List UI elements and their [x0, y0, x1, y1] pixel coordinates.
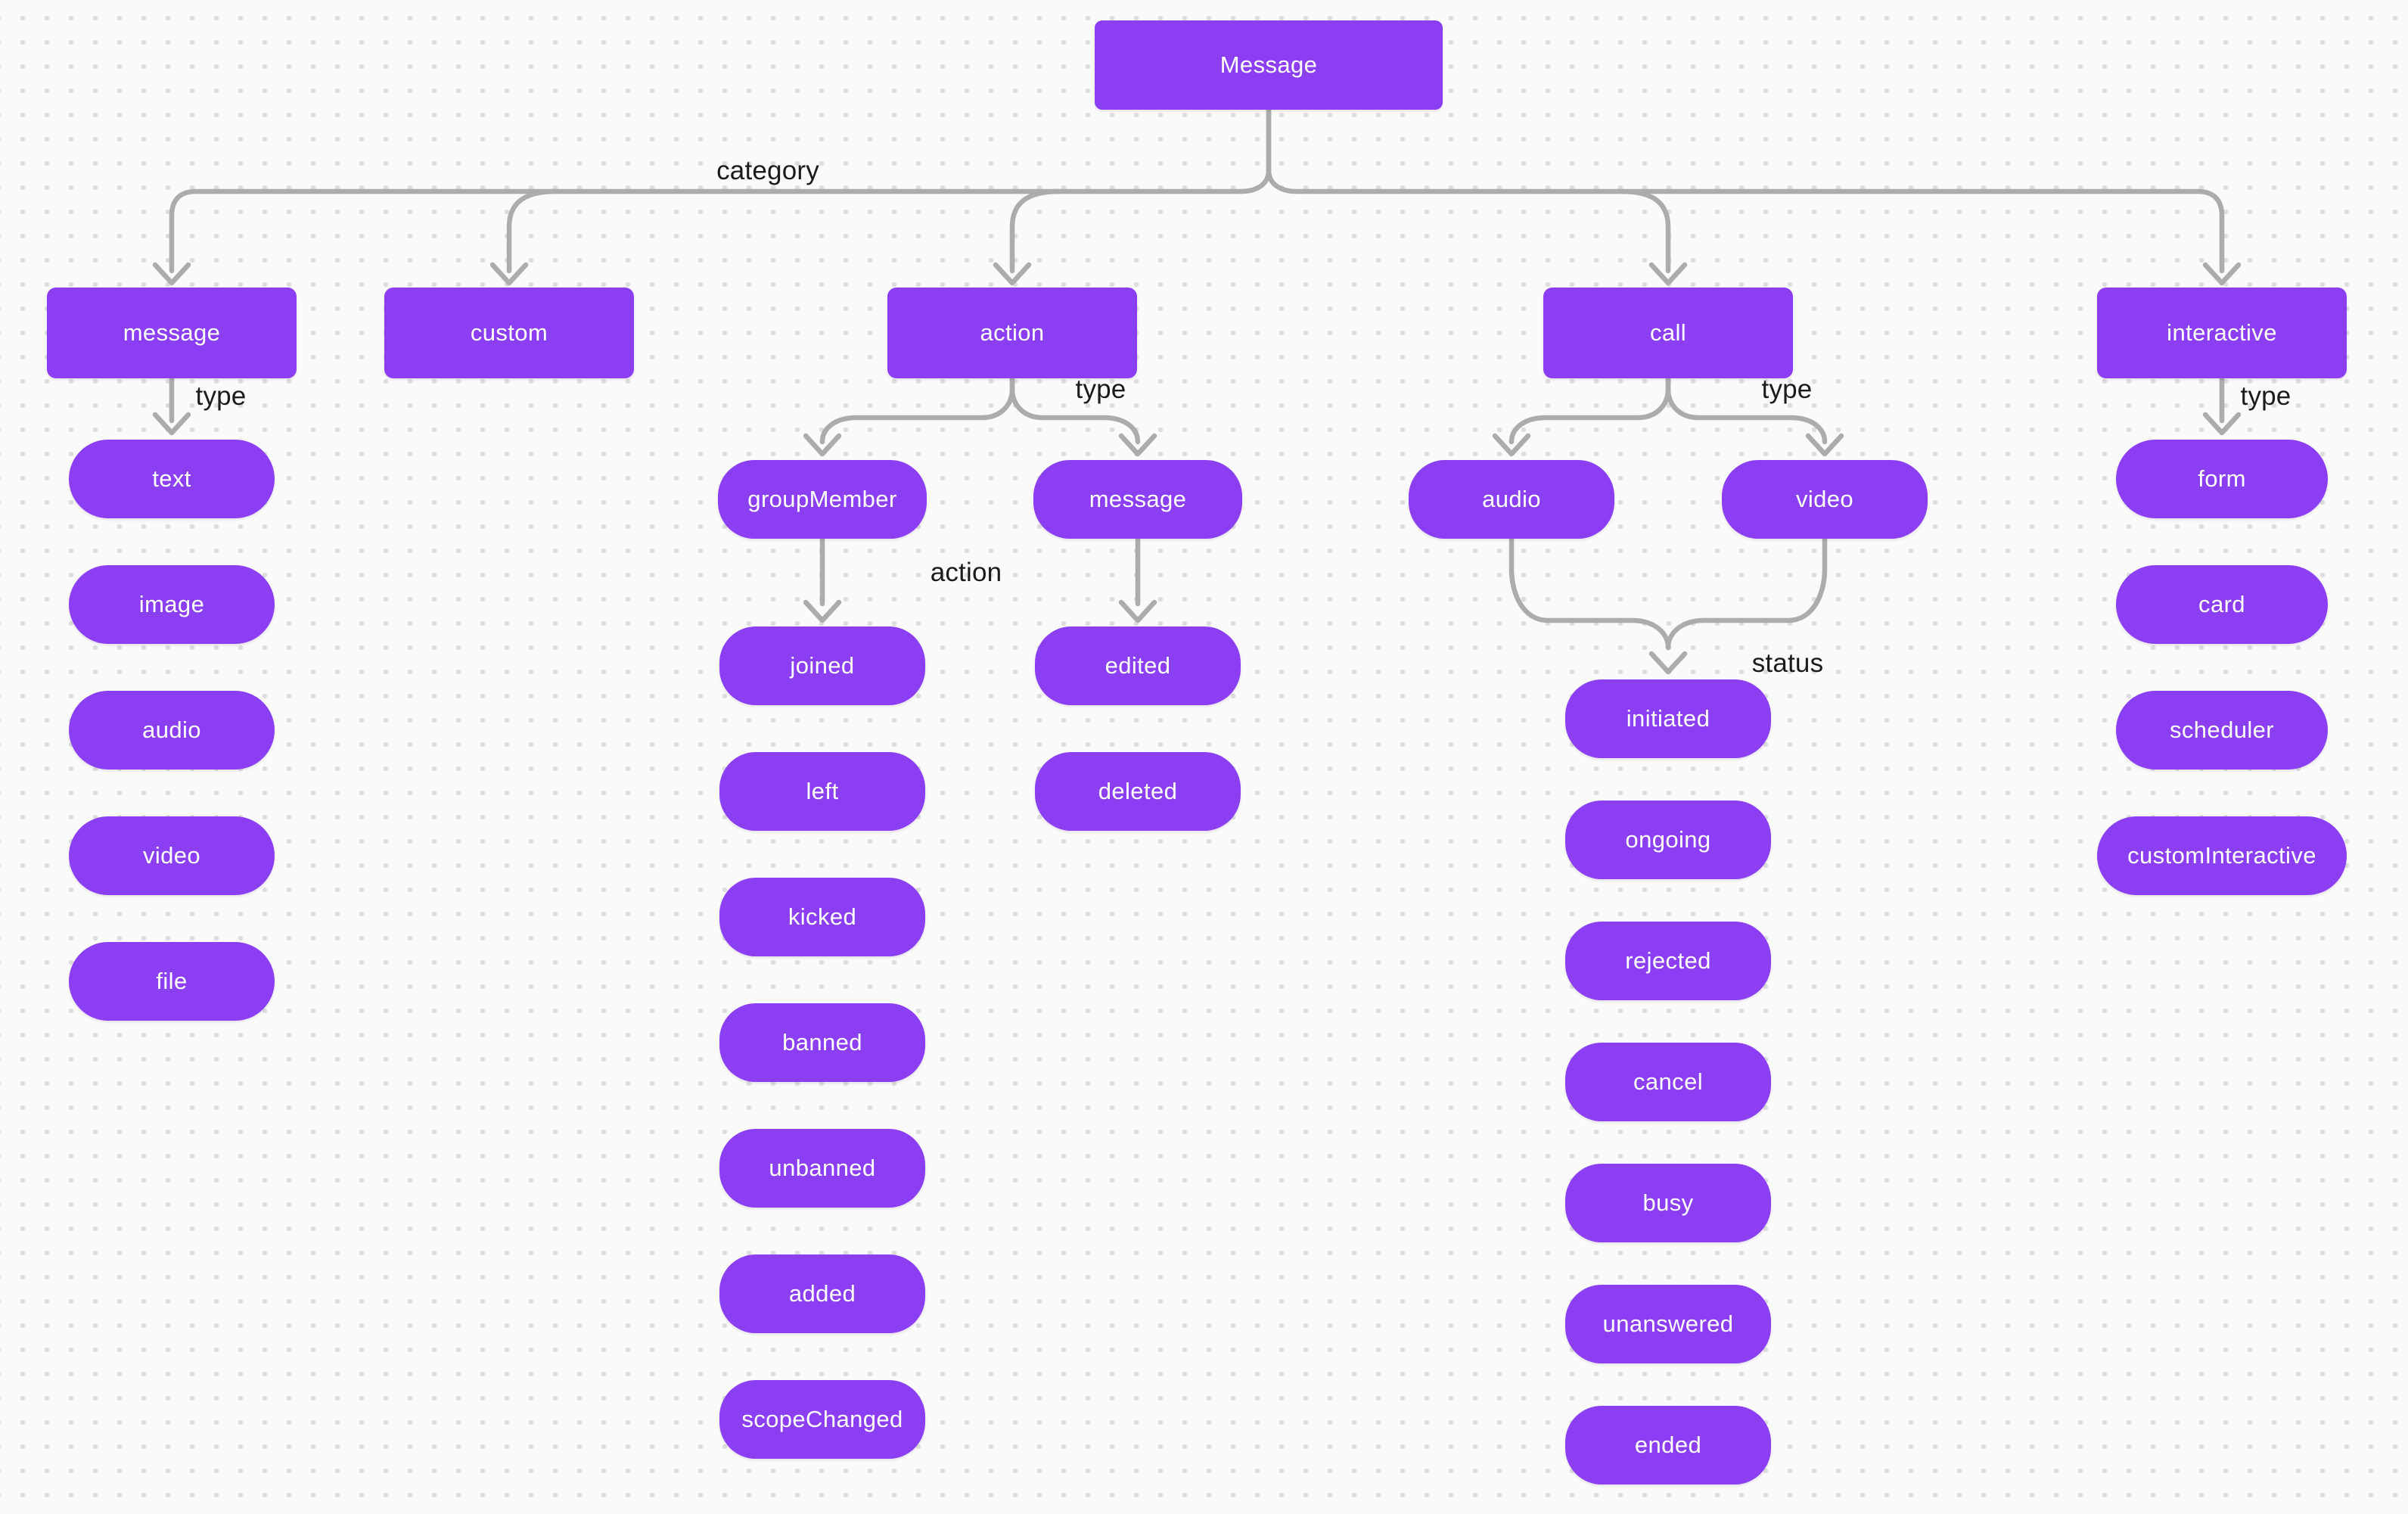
arrowhead-actionmessage-action — [1118, 599, 1157, 623]
node-action-unbanned: unbanned — [719, 1129, 925, 1208]
node-action-left: left — [719, 752, 925, 831]
node-type-file: file — [69, 942, 275, 1021]
node-type-groupmember: groupMember — [718, 460, 927, 539]
arrowhead-category-call — [1648, 262, 1688, 286]
edge-root-rail-right — [1266, 107, 2225, 274]
node-action-scopechanged: scopeChanged — [719, 1380, 925, 1459]
arrowhead-action-groupmember — [803, 433, 842, 457]
node-type-video: video — [69, 816, 275, 895]
node-status-ended: ended — [1565, 1406, 1771, 1484]
edge-label-type-message: type — [195, 381, 247, 411]
node-category-call: call — [1543, 288, 1793, 378]
arrowhead-category-message — [152, 262, 191, 286]
arrowhead-message-type — [152, 412, 191, 436]
node-itype-card: card — [2116, 565, 2328, 644]
edge-label-type-action: type — [1075, 375, 1126, 404]
arrowhead-call-status — [1648, 651, 1688, 675]
edge-label-type-interactive: type — [2240, 381, 2291, 411]
arrowhead-category-action — [993, 262, 1032, 286]
arrowhead-call-video — [1805, 433, 1844, 457]
node-category-custom: custom — [384, 288, 634, 378]
edge-converge-video — [1665, 536, 1828, 651]
node-itype-form: form — [2116, 440, 2328, 518]
node-type-audio: audio — [69, 691, 275, 769]
node-type-message: message — [1033, 460, 1242, 539]
node-type-text: text — [69, 440, 275, 518]
node-status-rejected: rejected — [1565, 922, 1771, 1000]
node-status-ongoing: ongoing — [1565, 801, 1771, 879]
edge-call-split-right — [1665, 375, 1828, 445]
node-status-busy: busy — [1565, 1164, 1771, 1242]
node-message-root: Message — [1095, 20, 1443, 110]
arrowhead-groupmember-action — [803, 599, 842, 623]
arrowhead-category-interactive — [2202, 262, 2242, 286]
arrowhead-interactive-type — [2202, 412, 2242, 436]
edge-drop-call — [1618, 188, 1671, 274]
node-calltype-audio: audio — [1409, 460, 1614, 539]
arrowhead-call-audio — [1492, 433, 1531, 457]
node-action-kicked: kicked — [719, 878, 925, 956]
node-category-interactive: interactive — [2097, 288, 2347, 378]
edge-label-category: category — [716, 156, 819, 185]
arrowhead-category-custom — [489, 262, 529, 286]
node-type-image: image — [69, 565, 275, 644]
node-status-initiated: initiated — [1565, 679, 1771, 758]
edge-label-action: action — [930, 558, 1002, 587]
arrowhead-action-message — [1118, 433, 1157, 457]
node-status-unanswered: unanswered — [1565, 1285, 1771, 1363]
node-status-cancel: cancel — [1565, 1043, 1771, 1121]
edge-converge-audio — [1508, 536, 1671, 651]
node-calltype-video: video — [1722, 460, 1928, 539]
edge-action-split-left — [819, 375, 1015, 445]
node-action-edited: edited — [1035, 626, 1241, 705]
node-category-action: action — [887, 288, 1137, 378]
node-action-banned: banned — [719, 1003, 925, 1082]
edge-drop-action — [1009, 188, 1062, 274]
node-action-deleted: deleted — [1035, 752, 1241, 831]
node-itype-scheduler: scheduler — [2116, 691, 2328, 769]
node-category-message: message — [47, 288, 297, 378]
node-itype-custominteractive: customInteractive — [2097, 816, 2347, 895]
node-action-joined: joined — [719, 626, 925, 705]
edge-label-type-call: type — [1761, 375, 1813, 404]
edge-drop-custom — [506, 188, 559, 274]
node-action-added: added — [719, 1254, 925, 1333]
edge-call-split-left — [1508, 375, 1671, 445]
edge-root-rail-left — [169, 107, 1272, 274]
edge-action-split-right — [1009, 375, 1141, 445]
edge-label-status: status — [1751, 648, 1824, 678]
